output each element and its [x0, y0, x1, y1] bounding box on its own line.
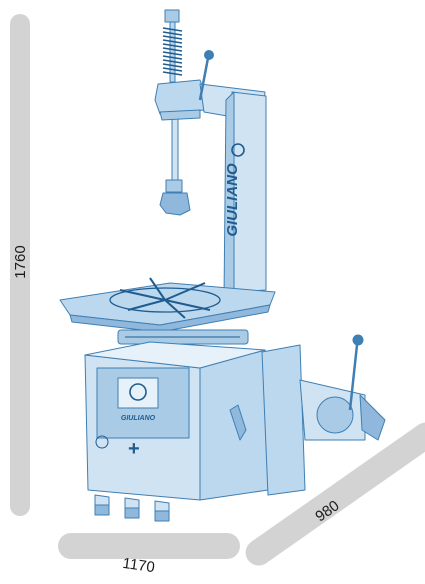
side-handle — [229, 404, 247, 441]
cabinet-brand: GIULIANO — [121, 415, 156, 422]
turntable-clamps — [119, 277, 211, 319]
breaker-lever-knob-icon — [352, 334, 364, 346]
width-label: 1170 — [121, 555, 155, 576]
height-label: 1760 — [12, 245, 29, 278]
width-dimension: 1170 — [58, 533, 240, 576]
width-bar — [58, 533, 240, 559]
height-bar — [10, 14, 30, 516]
column-logo-icon — [231, 143, 245, 157]
vertical-shaft — [159, 9, 191, 216]
dial-icon — [95, 435, 109, 449]
spring-coil — [162, 27, 183, 76]
plus-icon: + — [128, 438, 140, 460]
column: GIULIANO — [223, 91, 267, 299]
depth-bar — [245, 422, 425, 566]
arm-lever-knob-icon — [204, 50, 214, 60]
bead-breaker — [261, 334, 386, 496]
tire-changer-illustration: GIULIANO GIULIANO + — [59, 9, 386, 522]
height-dimension: 1760 — [10, 14, 30, 516]
cabinet-logo-icon — [129, 383, 147, 401]
shaft-cap — [164, 9, 180, 23]
column-brand: GIULIANO — [224, 163, 241, 237]
base-cabinet: GIULIANO + — [84, 341, 269, 522]
pedals — [94, 494, 170, 522]
